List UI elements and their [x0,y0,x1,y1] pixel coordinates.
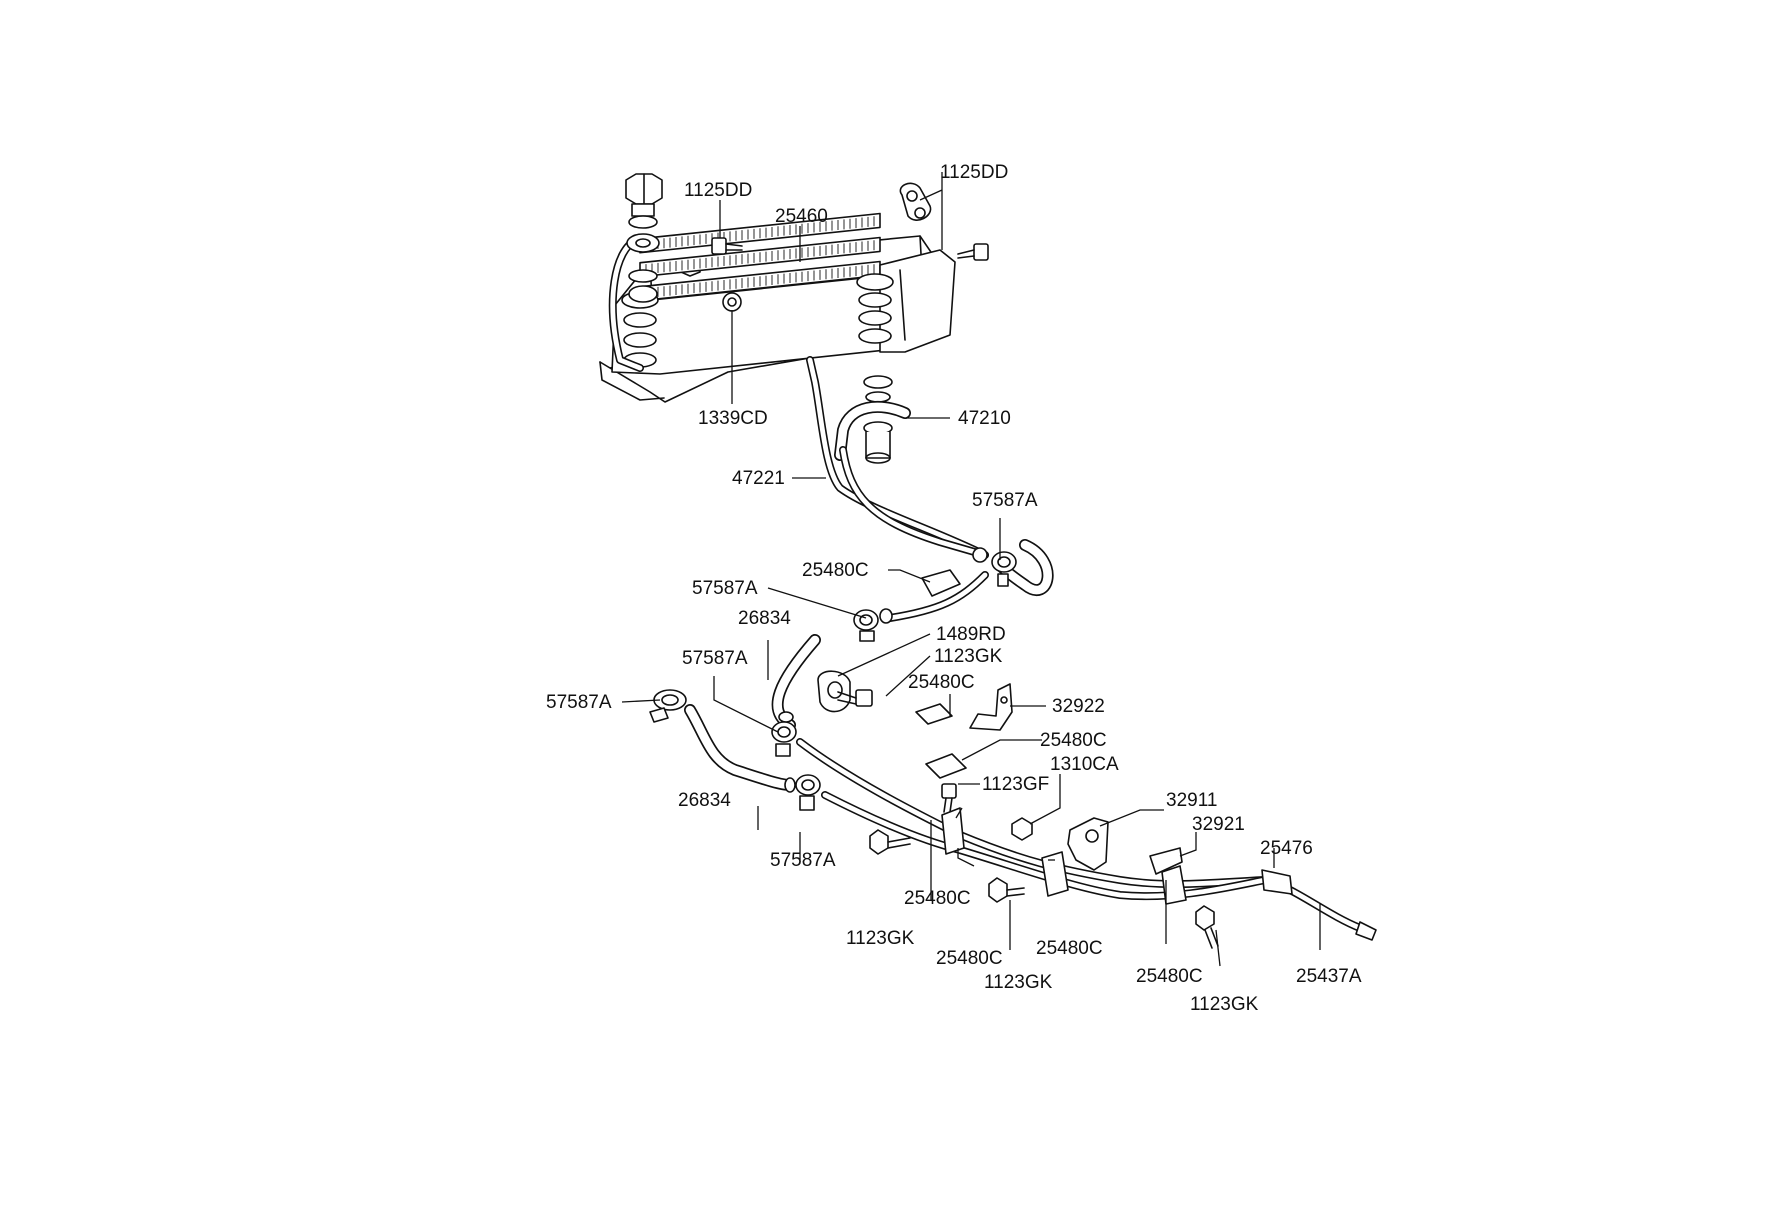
nut-1310ca [1011,817,1033,841]
hose-clamp-57587a-center [771,721,797,757]
label-25480c-c: 25480C [1040,730,1107,751]
hose-clamp-57587a-lower [795,774,821,811]
clip-25480c-1 [921,569,961,597]
clip-25480c-2 [915,703,953,725]
label-1125dd-b: 1125DD [940,162,1008,183]
label-1123gk-a: 1123GK [934,646,1003,667]
part-labels: 1125DD 1125DD 25460 1339CD 47210 47221 5… [546,162,1362,1015]
bolt-1123gk-c [988,877,1025,903]
label-25476: 25476 [1260,838,1313,859]
label-57587a-c: 57587A [682,648,748,669]
bracket-32911 [1067,817,1109,871]
hose-clamp-57587a-left [649,689,687,723]
label-25480c-b: 25480C [908,672,975,693]
label-1123gk-c: 1123GK [984,972,1053,993]
label-1489rd: 1489RD [936,624,1006,645]
clip-25480c-3 [925,753,967,779]
hose-clamp-57587a-mid [853,608,893,642]
clip-1489rd [817,670,851,713]
clip-25480c-5 [1041,851,1069,897]
hose-26834-upper [771,634,821,731]
label-32922: 32922 [1052,696,1105,717]
label-25480c-f: 25480C [936,948,1003,969]
label-1339cd: 1339CD [698,408,768,429]
hose-clamp-57587a-upper [972,547,1017,587]
label-1310ca: 1310CA [1050,754,1119,775]
bolt-1123gf [941,783,957,813]
bolt-1125dd-left [711,237,743,255]
hose-26834-lower [684,704,796,793]
label-57587a-b: 57587A [692,578,758,599]
union-bolt-stack [625,173,663,303]
label-26834-b: 26834 [678,790,731,811]
oil-cooler-assembly [599,212,956,403]
clip-25480c-4 [941,807,965,855]
label-57587a-e: 57587A [770,850,836,871]
bracket-32921 [1149,847,1183,875]
label-47221: 47221 [732,468,785,489]
label-1123gk-d: 1123GK [1190,994,1259,1015]
label-25460: 25460 [775,206,828,227]
label-57587a-d: 57587A [546,692,612,713]
bracket-32922 [969,683,1013,731]
label-1123gf: 1123GF [982,774,1049,795]
label-47210: 47210 [958,408,1011,429]
label-26834-a: 26834 [738,608,791,629]
lower-fitting-47210 [834,375,911,464]
label-32911: 32911 [1166,790,1217,811]
bolt-1123gk-d [1195,905,1219,949]
label-1123gk-b: 1123GK [846,928,915,949]
label-32921: 32921 [1192,814,1245,835]
label-25480c-g: 25480C [1136,966,1203,987]
bolt-1123gk-a [837,689,873,707]
label-25437a: 25437A [1296,966,1362,987]
label-25480c-e: 25480C [1036,938,1103,959]
clip-25480c-6 [1161,865,1187,905]
label-25480c-d: 25480C [904,888,971,909]
label-25480c-a: 25480C [802,560,869,581]
label-1125dd-a: 1125DD [684,180,752,201]
hose-clamp-top-right [899,182,932,221]
label-57587a-a: 57587A [972,490,1038,511]
bolt-1125dd-right [957,243,989,261]
leader-lines [621,172,1321,967]
bolt-1123gk-b [869,829,911,855]
